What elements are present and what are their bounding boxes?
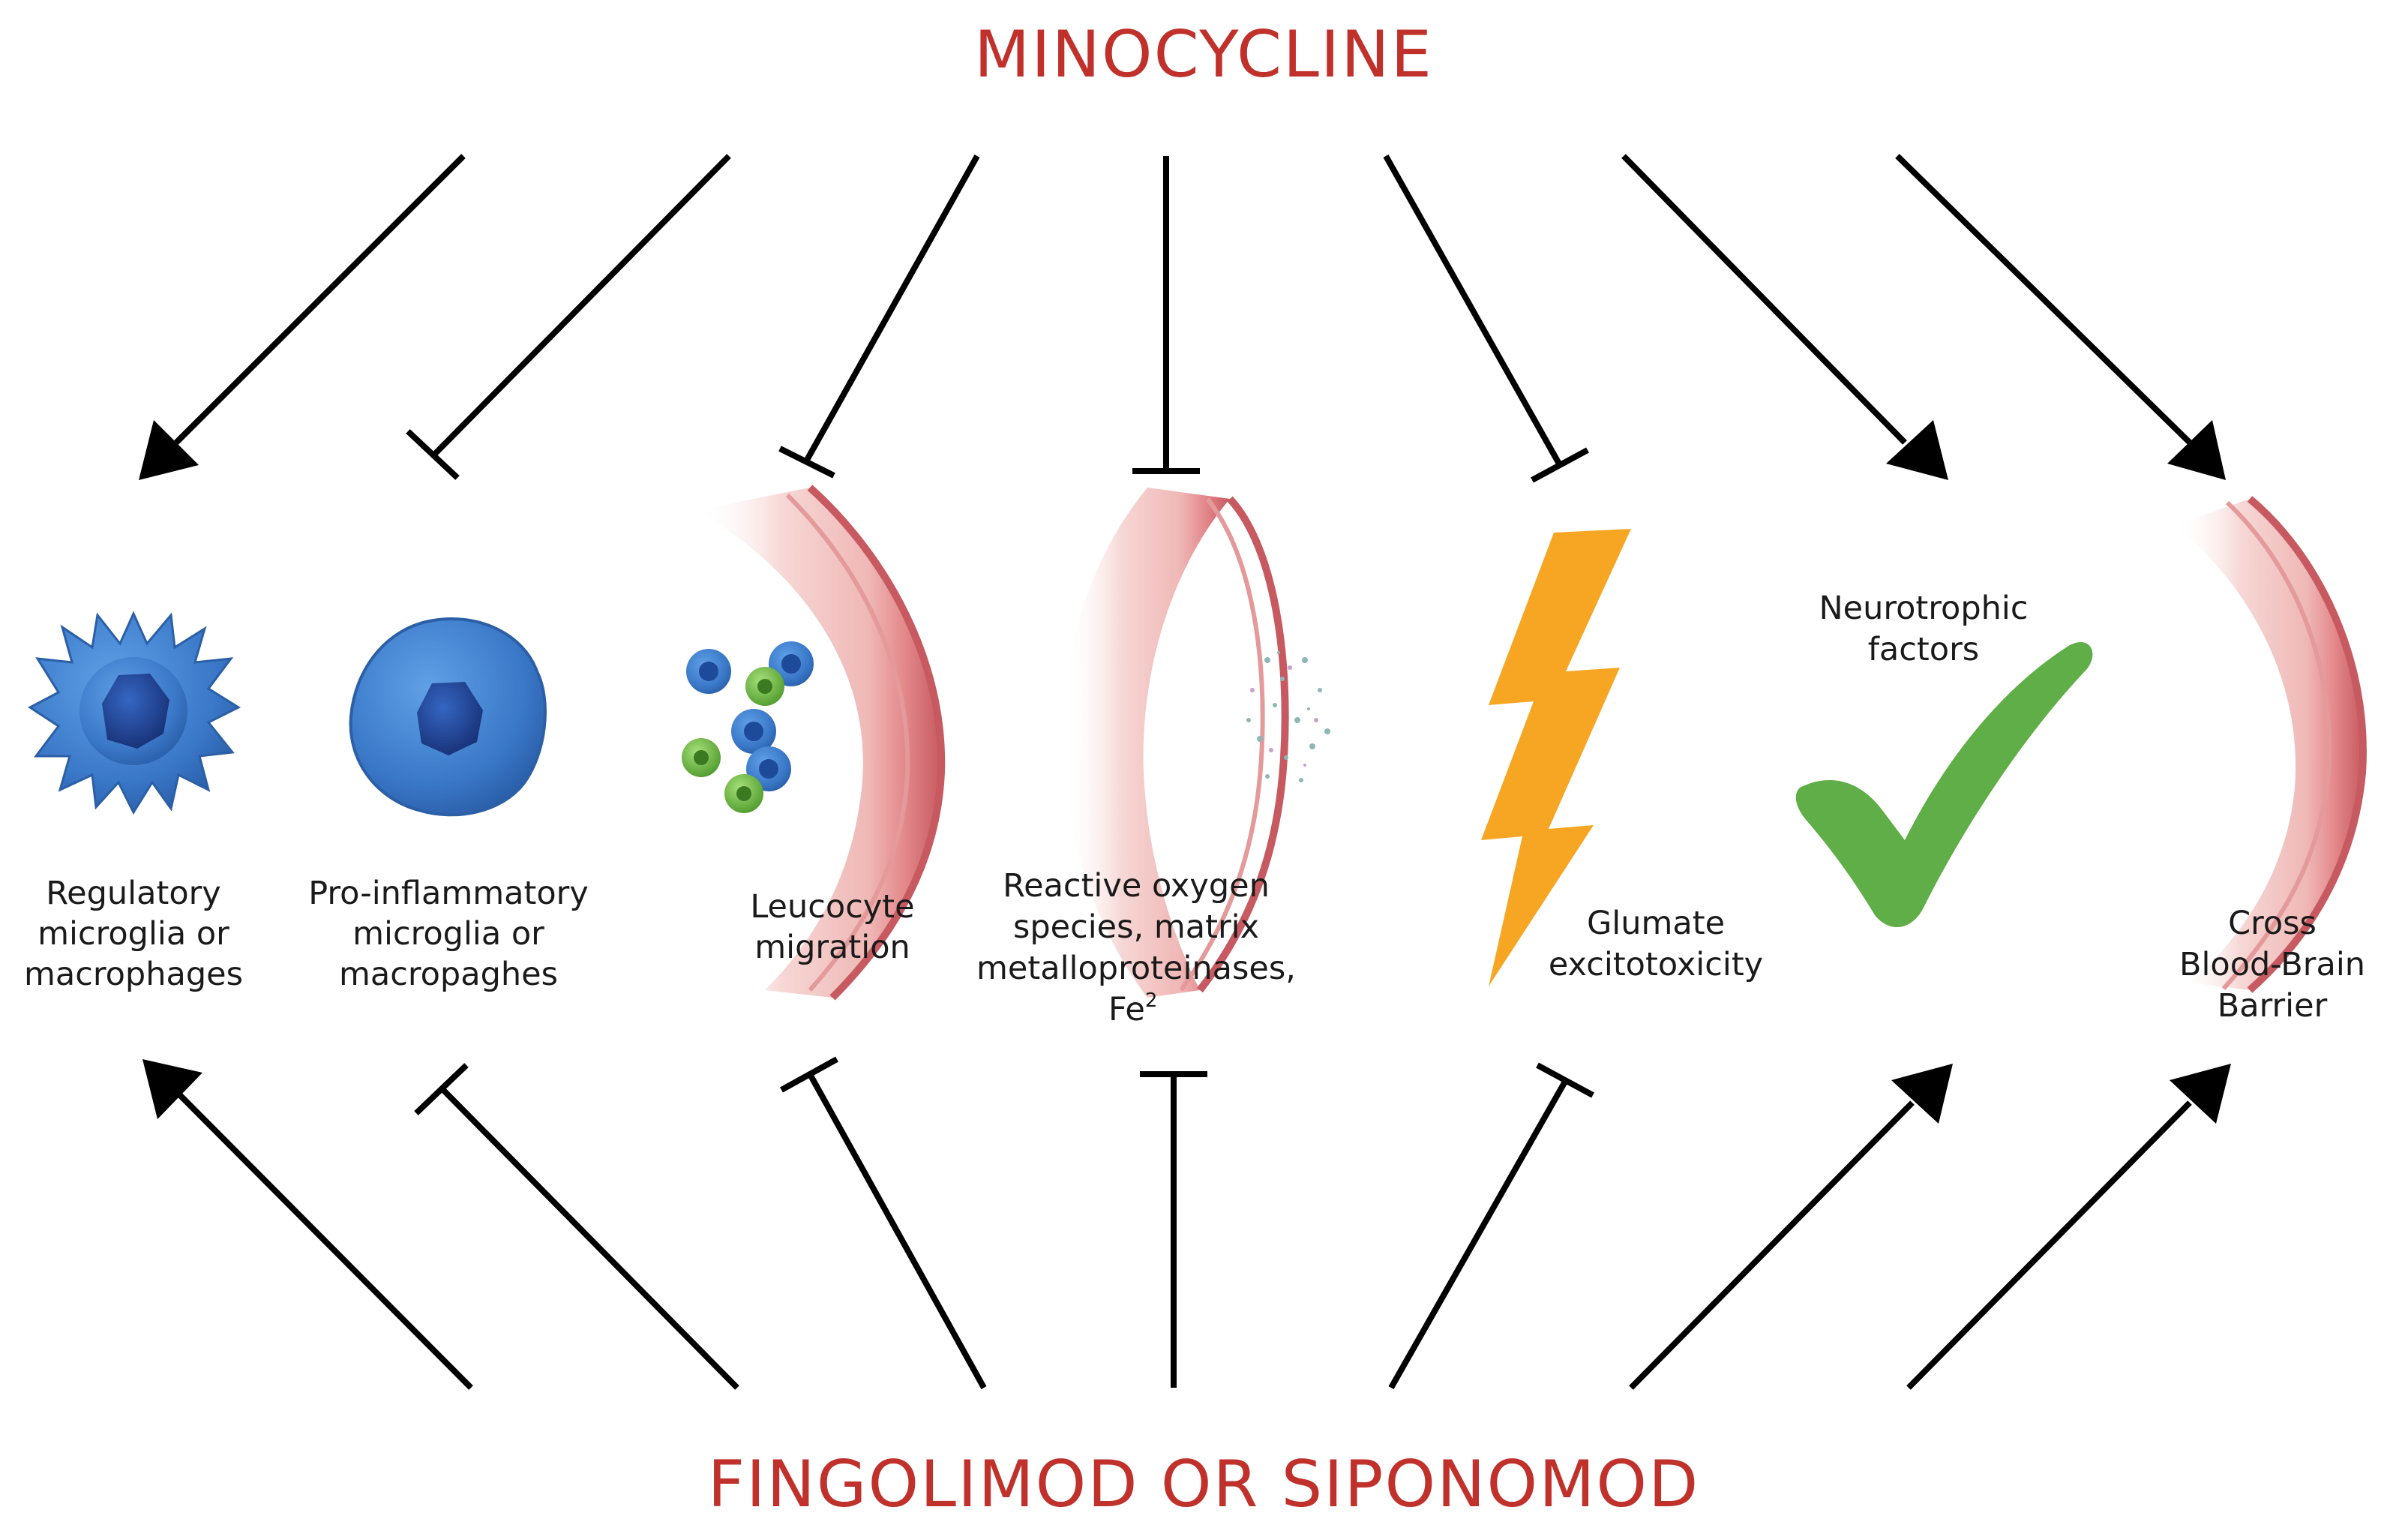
label-line: Cross (2228, 905, 2317, 942)
inhibit-bar-icon (406, 429, 460, 480)
top-inhibit-glutamate (1383, 155, 1563, 467)
label-line: Pro-inflammatory (308, 875, 589, 912)
bottom-arrow-regulatory (178, 1093, 473, 1390)
top-arrow-bbb (1895, 154, 2192, 445)
checkmark-icon (1795, 641, 2093, 928)
top-arrow-neurotrophic (1621, 154, 1907, 445)
label-line: species, matrix (1013, 908, 1259, 946)
bottom-drug-title: FINGOLIMOD OR SIPONOMOD (708, 1447, 1700, 1522)
label-line: microglia or (352, 915, 544, 953)
label-line: Barrier (2218, 987, 2328, 1025)
arrowhead-icon (1891, 1064, 1953, 1124)
top-inhibit-leucocyte (803, 155, 980, 463)
bottom-arrows (142, 1056, 2231, 1390)
bottom-inhibit-glutamate (1388, 1079, 1569, 1389)
inhibit-bar-icon (414, 1063, 469, 1115)
inhibit-bar-icon (1531, 447, 1589, 483)
label-line: Leucocyte (750, 888, 914, 926)
label-neurotrophic: Neurotrophic factors (1819, 590, 2029, 668)
label-line: metalloproteinases, (976, 950, 1296, 987)
top-arrow-regulatory (174, 154, 466, 445)
arrowhead-icon (139, 420, 199, 480)
lightning-icon (1481, 529, 1631, 986)
top-inhibit-proinflammatory (433, 154, 731, 456)
label-leucocyte: Leucocyte migration (750, 888, 914, 966)
label-glutamate: Glumate excitotoxicity (1549, 905, 1763, 983)
blood-vessel-particles-icon (1063, 488, 1330, 998)
label-line: microglia or (37, 915, 229, 953)
label-line: factors (1868, 631, 1979, 668)
inhibit-bar-icon (780, 1056, 838, 1093)
arrowhead-icon (142, 1059, 202, 1119)
label-line: excitotoxicity (1549, 946, 1763, 983)
arrowhead-icon (2170, 1064, 2231, 1124)
inhibit-bar-icon (1536, 1062, 1594, 1098)
label-line: migration (754, 929, 910, 966)
fe-text: Fe (1108, 991, 1145, 1028)
label-fe: Fe2 (1108, 989, 1157, 1028)
label-regulatory: Regulatory microglia or macrophages (24, 875, 243, 993)
label-bbb: Cross Blood-Brain Barrier (2179, 905, 2365, 1025)
blood-vessel-icon (2175, 496, 2367, 993)
label-ros: Reactive oxygen species, matrix metallop… (976, 867, 1296, 1028)
fe-superscript: 2 (1145, 989, 1158, 1012)
bottom-arrow-neurotrophic (1629, 1100, 1915, 1390)
label-line: Neurotrophic (1819, 590, 2029, 627)
top-drug-title: MINOCYCLINE (974, 17, 1433, 92)
label-line: macrophages (24, 956, 243, 993)
label-line: Glumate (1587, 905, 1725, 942)
bottom-arrow-bbb (1906, 1100, 2192, 1390)
bottom-inhibit-proinflammatory (440, 1087, 739, 1390)
leucocyte-migration-icon (682, 485, 946, 1001)
top-arrows (139, 154, 2226, 483)
label-line: Reactive oxygen (1003, 867, 1270, 905)
label-line: Blood-Brain (2179, 946, 2365, 983)
arrowhead-icon (2167, 420, 2226, 480)
inhibit-bar-icon (778, 446, 835, 479)
arrowhead-icon (1886, 420, 1948, 480)
label-proinflammatory: Pro-inflammatory microglia or macropaghe… (308, 875, 589, 993)
label-line: Regulatory (46, 875, 221, 912)
pro-inflammatory-microglia-icon (349, 617, 547, 817)
regulatory-microglia-icon (28, 611, 241, 815)
bottom-inhibit-leucocyte (807, 1073, 987, 1389)
label-line: macropaghes (339, 956, 558, 993)
